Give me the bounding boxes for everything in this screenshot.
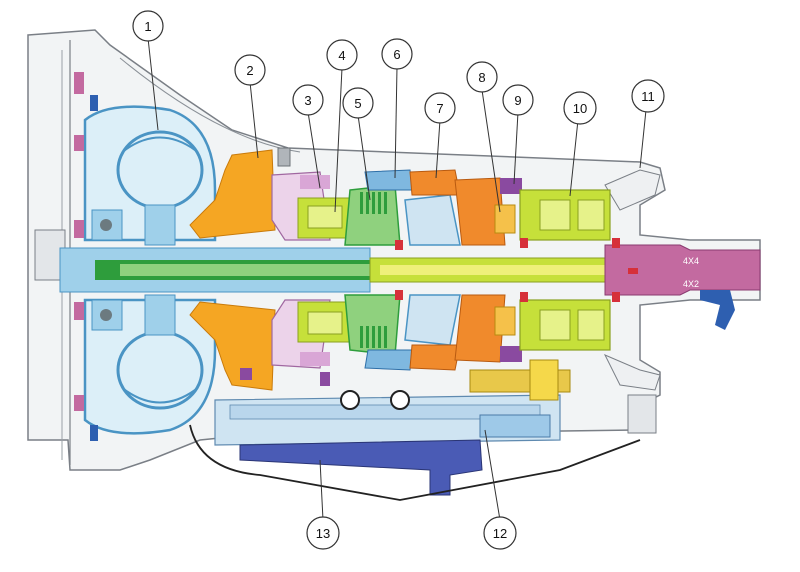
callout-label: 9 — [514, 93, 521, 108]
callout-label: 8 — [478, 70, 485, 85]
flexplate-bolts — [74, 72, 98, 441]
callout-label: 2 — [246, 63, 253, 78]
clutch-pack-orange — [409, 169, 516, 371]
callout-2: 2 — [234, 54, 266, 86]
callout-8: 8 — [466, 61, 498, 93]
callout-9: 9 — [502, 84, 534, 116]
callout-label: 3 — [304, 93, 311, 108]
valve-body — [214, 359, 571, 446]
leader-lines — [147, 37, 647, 521]
shaft-label-4x2: 4X2 — [683, 279, 699, 289]
torque-converter — [83, 105, 217, 435]
planetary-gearset-rear — [519, 189, 611, 351]
callout-3: 3 — [292, 84, 324, 116]
callout-label: 1 — [144, 19, 151, 34]
output-shaft: 4X4 4X2 — [604, 244, 761, 330]
clutch-pack-blue — [364, 169, 461, 371]
callout-label: 6 — [393, 47, 400, 62]
callout-label: 13 — [316, 526, 330, 541]
callout-label: 11 — [641, 89, 655, 104]
callout-10: 10 — [563, 91, 597, 125]
oil-pan — [189, 424, 641, 501]
callout-label: 7 — [436, 101, 443, 116]
callout-label: 10 — [573, 101, 587, 116]
input-shaft — [59, 247, 395, 293]
clutch-pack-9 — [500, 178, 522, 362]
green-drum-clutch — [344, 184, 401, 356]
planetary-gearset-front — [297, 197, 353, 343]
callout-4: 4 — [326, 39, 358, 71]
seal-rings — [395, 238, 638, 302]
pump-housing — [189, 147, 291, 391]
callout-11: 11 — [631, 79, 665, 113]
callout-7: 7 — [424, 92, 456, 124]
callout-1: 1 — [132, 10, 164, 42]
callout-label: 12 — [493, 526, 507, 541]
shaft-label-4x4: 4X4 — [683, 256, 699, 266]
callout-12: 12 — [483, 516, 517, 550]
callout-5: 5 — [342, 87, 374, 119]
callout-label: 4 — [338, 48, 345, 63]
callout-label: 5 — [354, 96, 361, 111]
callout-6: 6 — [381, 38, 413, 70]
callout-13: 13 — [306, 516, 340, 550]
intermediate-shaft — [369, 257, 631, 283]
